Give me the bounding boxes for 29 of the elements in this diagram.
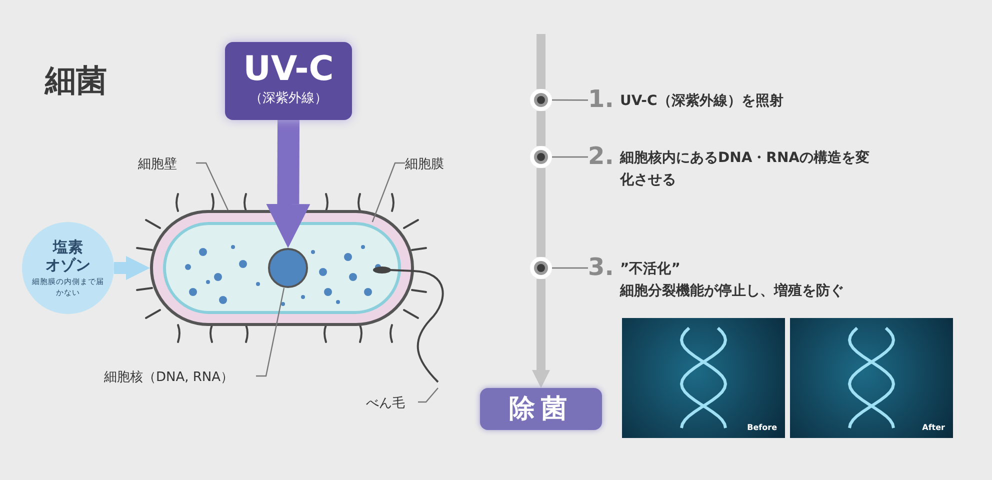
- heading: オゾン: [44, 256, 92, 274]
- step-text: UV-C（深紫外線）を照射: [620, 92, 784, 111]
- result-badge: 除菌: [480, 388, 602, 430]
- part-label: 細胞壁: [138, 157, 177, 172]
- part-label: べん毛: [366, 396, 405, 411]
- part-label: 細胞核（DNA, RNA）: [104, 370, 234, 385]
- leader-line: [418, 388, 438, 403]
- step-text: ”不活化”: [620, 260, 682, 279]
- leader-line: [256, 288, 285, 377]
- callout-box: [225, 42, 352, 120]
- step-number: 3.: [588, 254, 615, 280]
- step-text: 細胞核内にあるDNA・RNAの構造を変化させる: [620, 148, 870, 190]
- arrow: [532, 279, 550, 388]
- subheading: （深紫外線）: [248, 90, 328, 108]
- image-caption: After: [922, 423, 945, 432]
- step-number: 1.: [588, 86, 615, 112]
- connector-line: [552, 99, 588, 101]
- step-text: 細胞分裂機能が停止し、増殖を防ぐ: [620, 282, 844, 301]
- connector-line: [552, 267, 588, 269]
- heading: UV-C: [242, 48, 335, 90]
- step-number: 2.: [588, 143, 615, 169]
- leader-line: [372, 162, 405, 222]
- heading: 塩素: [52, 238, 84, 256]
- leader-line: [196, 162, 228, 210]
- connector-line: [552, 156, 588, 158]
- title: 細菌: [45, 62, 107, 101]
- arrow: [114, 256, 150, 280]
- part-label: 細胞膜: [405, 157, 444, 172]
- image-caption: Before: [747, 423, 777, 432]
